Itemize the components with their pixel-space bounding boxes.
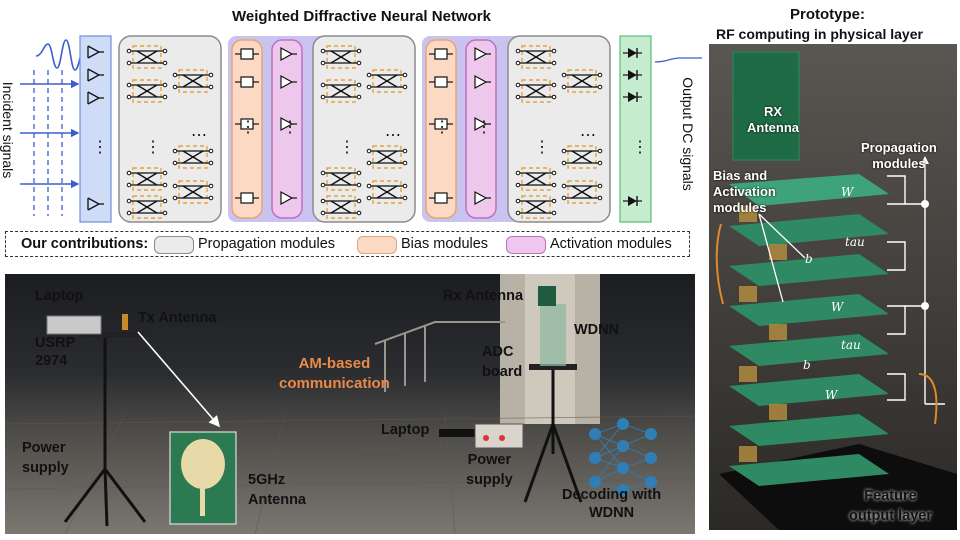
svg-text:⋮: ⋮ [282,119,298,136]
svg-text:⋮: ⋮ [339,139,355,156]
prototype-photo: W tau b W tau b W RX Antenna Propagation… [709,44,957,530]
laptop-right-label: Laptop [381,422,430,438]
dc-output-icon [654,57,702,63]
svg-text:⋮: ⋮ [534,139,550,156]
contributions-label: Our contributions: [21,236,149,252]
bias-activation-modules-label: Bias and Activation modules [713,168,776,215]
wdnn-diagram: ⋮ ⋮ ⋯ ⋮ ⋮ ⋮ ⋯ ⋮ ⋮ ⋮ ⋯ ⋮ [20,0,702,230]
wdnn-label: WDNN [574,322,620,338]
svg-text:⋯: ⋯ [385,127,401,144]
decoding-label: Decoding with WDNN [562,487,662,521]
layer-tag-w3: W [825,388,838,402]
antenna-5ghz-label: 5GHz Antenna [248,472,306,508]
svg-text:⋮: ⋮ [240,119,256,136]
legend-label-bias: Bias modules [401,236,489,252]
prototype-title: Prototype: [790,6,865,23]
feature-output-layer-label: Feature output layer [849,488,932,524]
svg-text:⋯: ⋯ [191,127,207,144]
rx-antenna-label: Rx Antenna [443,288,524,304]
layer-tag-tau2: tau [841,338,861,352]
propagation-modules-label: Propagation modules [861,140,937,171]
rx-antenna-board-label: RX Antenna [747,104,799,135]
legend-swatch-propagation [154,236,194,254]
experiment-scene-photo: Laptop Tx Antenna USRP 2974 Power supply… [5,274,695,534]
layer-tag-b1: b [805,252,813,266]
laptop-left-label: Laptop [35,288,84,304]
power-supply-left-label: Power supply [22,440,69,476]
layer-tag-b2: b [803,358,811,372]
input-vdots: ⋮ [92,139,108,156]
legend-label-activation: Activation modules [550,236,672,252]
prototype-subtitle: RF computing in physical layer [716,26,923,42]
legend-swatch-bias [357,236,397,254]
usrp-label: USRP 2974 [35,335,76,369]
incident-signals-label: Incident signals [0,81,16,179]
adc-board-label: ADC board [482,344,523,380]
output-detector-layer [619,35,652,223]
legend-swatch-activation [506,236,546,254]
svg-text:⋮: ⋮ [145,139,161,156]
svg-text:⋮: ⋮ [632,139,648,156]
tx-antenna-label: Tx Antenna [138,310,217,326]
neural-network-icon [589,418,657,496]
contributions-legend [5,231,690,257]
layer-tag-w1: W [841,185,854,199]
legend-label-propagation: Propagation modules [198,236,336,252]
layer-tag-w2: W [831,300,844,314]
svg-text:⋯: ⋯ [580,127,596,144]
diagram-title: Weighted Diffractive Neural Network [232,8,491,25]
svg-text:⋮: ⋮ [434,119,450,136]
communication-label: AM-based communication [279,355,390,392]
power-supply-right-label: Power supply [466,452,513,488]
layer-tag-tau1: tau [845,235,865,249]
output-dc-signals-label: Output DC signals [680,77,696,191]
svg-text:⋮: ⋮ [476,119,492,136]
input-antenna-layer [79,35,112,223]
